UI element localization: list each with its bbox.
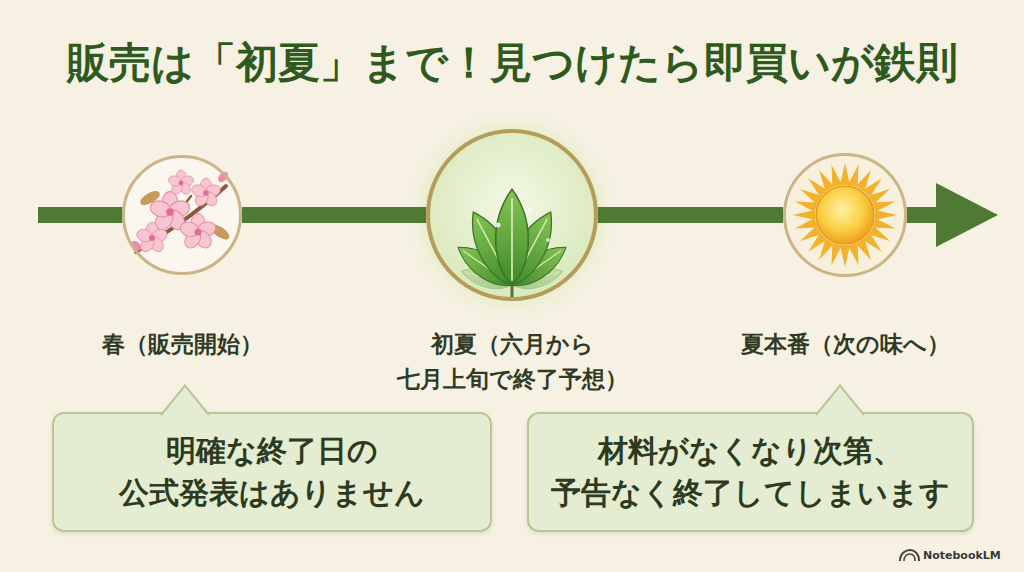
cherry-blossom-icon	[122, 155, 242, 275]
watermark-icon	[900, 550, 919, 561]
sun-icon	[783, 153, 907, 277]
cherry-blossom-icon	[167, 170, 195, 196]
tea-leaf-icon	[451, 189, 572, 294]
cherry-blossom-icon	[135, 222, 169, 254]
timeline-arrow-tail	[38, 207, 124, 223]
sun-icon	[815, 167, 876, 262]
circle-outline	[428, 131, 596, 299]
timeline-arrow-tail	[905, 207, 941, 223]
callout-pointer	[815, 384, 865, 416]
tea-leaf-icon	[528, 208, 532, 212]
sun-icon	[816, 186, 874, 244]
cherry-blossom-icon	[190, 178, 222, 208]
title-text: 販売は「初夏」まで！見つけたら即買いが鉄則	[0, 36, 1024, 90]
callout-pointer	[815, 385, 865, 416]
callout-box: 明確な終了日の 公式発表はありません	[52, 412, 492, 532]
tea-leaf-icon	[402, 105, 622, 325]
tea-leaf-icon	[496, 223, 501, 228]
callout-text: 材料がなくなり次第、 予告なく終了してしまいます	[549, 430, 952, 514]
stage-label: 春（販売開始）	[62, 327, 302, 362]
timeline-arrow-tail	[936, 183, 998, 247]
tea-leaf-icon	[402, 105, 622, 325]
sun-icon	[783, 153, 907, 277]
watermark-icon	[904, 554, 915, 561]
callout-text: 明確な終了日の 公式発表はありません	[74, 430, 470, 514]
stage-label: 夏本番（次の味へ）	[725, 327, 965, 362]
callout-pointer	[160, 384, 210, 416]
circle-outline	[426, 129, 598, 301]
callout-pointer	[160, 385, 210, 416]
timeline-circle: 夏本番（次の味へ）	[783, 153, 907, 277]
circle-outline	[122, 155, 242, 275]
watermark-text: NotebookLM	[923, 549, 1001, 562]
timeline-circle: 春（販売開始）	[122, 155, 242, 275]
sun-icon	[797, 185, 892, 246]
sun-icon	[805, 175, 886, 256]
timeline-circle: 初夏（六月から 七月上旬で終了予想）	[426, 129, 598, 301]
sun-icon	[805, 175, 886, 256]
timeline-bar	[242, 207, 426, 223]
watermark-icon	[900, 550, 919, 561]
circle-outline	[124, 157, 241, 274]
callout-box: 材料がなくなり次第、 予告なく終了してしまいます	[527, 412, 974, 532]
timeline-bar	[598, 207, 783, 223]
cherry-blossom-icon	[178, 214, 218, 252]
circle-outline	[783, 153, 907, 277]
callout-pointer	[816, 386, 864, 416]
tea-leaf-icon	[496, 189, 529, 285]
tea-leaf-icon	[546, 238, 550, 242]
circle-outline	[785, 155, 906, 276]
cherry-blossom-icon	[122, 155, 242, 275]
sun-icon	[793, 163, 897, 267]
sun-icon	[815, 167, 876, 262]
callout-pointer	[161, 386, 209, 416]
tea-leaf-icon	[426, 129, 598, 301]
stage-label: 初夏（六月から 七月上旬で終了予想）	[382, 327, 642, 397]
